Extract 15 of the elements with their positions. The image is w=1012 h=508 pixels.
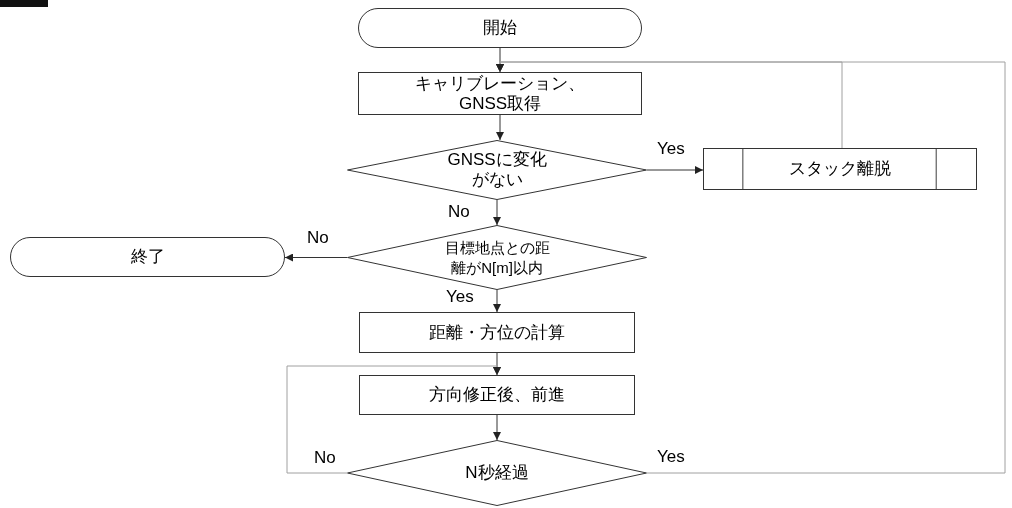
arrow: [284, 253, 348, 262]
decision-diamond: 目標地点との距離がN[m]以内: [347, 225, 647, 290]
decision-diamond: N秒経過: [347, 440, 647, 506]
process-box: キャリブレーション、GNSS取得: [358, 72, 642, 115]
subroutine-box: スタック離脱: [703, 148, 977, 190]
arrow: [493, 199, 501, 226]
arrow: [496, 61, 1006, 474]
process-box: 方向修正後、前進: [359, 375, 635, 415]
process-box: 距離・方位の計算: [359, 312, 635, 353]
arrow: [646, 166, 704, 174]
arrow: [493, 289, 501, 313]
arrow: [286, 365, 501, 474]
decision-diamond: GNSSに変化がない: [347, 140, 647, 200]
arrow: [496, 114, 504, 141]
arrow: [493, 414, 501, 441]
